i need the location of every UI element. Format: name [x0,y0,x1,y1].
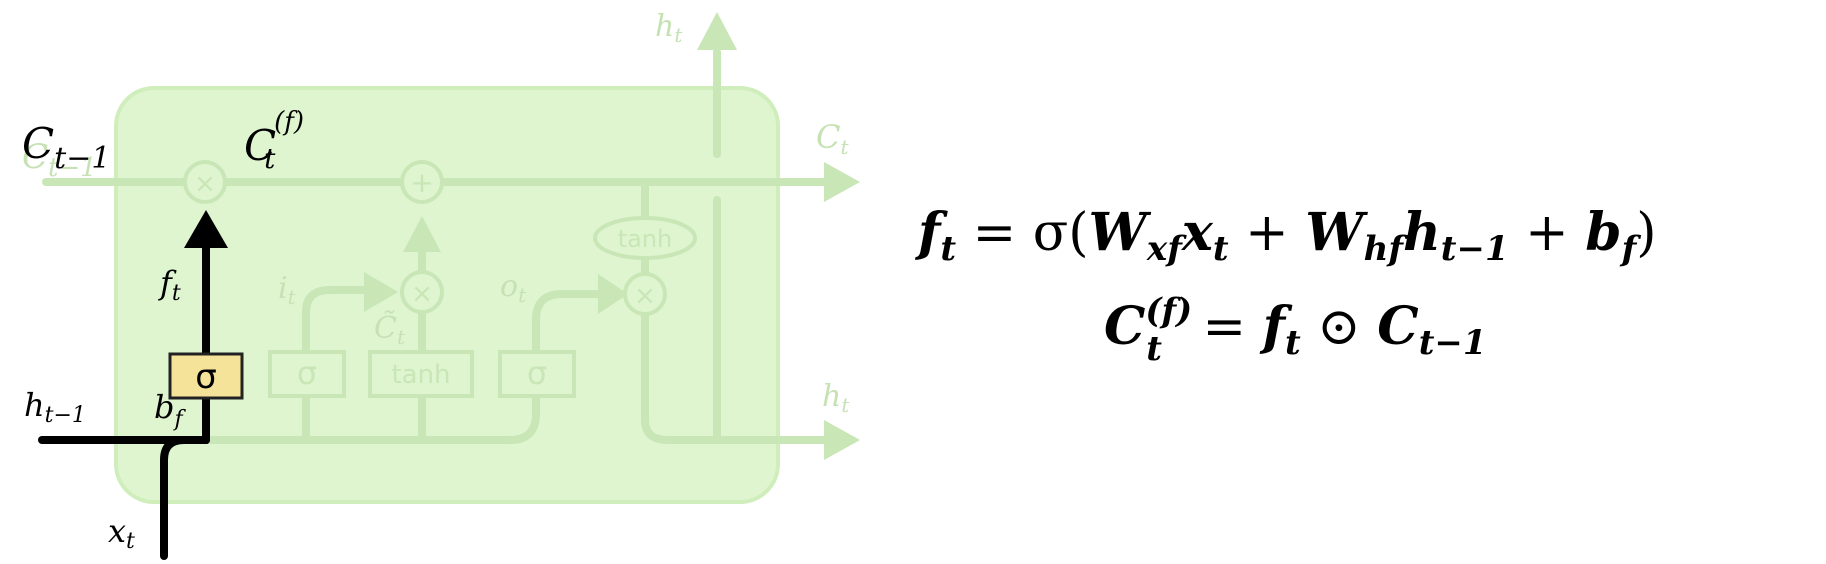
x-input-line [160,436,210,560]
h-output-line [641,310,830,444]
input-sigma-glyph: σ [297,354,317,392]
candidate-tanh-glyph: tanh [391,360,450,390]
forget-multiply-node [183,160,227,204]
input-gate-line [302,286,370,444]
c-tilde-label: C̃t [374,311,406,349]
faded-arrowheads [364,12,860,460]
add-node [400,160,444,204]
equation-cell-update: C(f)t = ft ⊙ Ct−1 [1104,291,1487,369]
equation-forget-gate: ft = σ(Wxfxt + Whfht−1 + bf) [914,202,1657,269]
output-sigma-glyph: σ [527,354,547,392]
output-sigma-box [498,350,576,398]
forget-sigma-glyph: σ [195,357,217,397]
c-prev-label: Ct−1 [22,119,110,176]
arrow-cell-out [824,162,860,202]
faded-operators [183,160,697,398]
forget-gate-arrowhead [184,210,228,248]
forget-sigma-box [168,352,244,400]
active-paths [38,242,210,560]
i-t-label: it [278,271,297,309]
candidate-tanh-box [368,350,474,398]
forget-multiply-glyph: × [194,169,216,199]
add-glyph: + [410,166,433,199]
arrow-h-top [697,12,737,50]
input-multiply-node [400,270,444,314]
input-sigma-box [268,350,346,398]
arrow-h-out [824,420,860,460]
faded-op-glyphs: × + × × tanh σ tanh σ [194,166,672,392]
c-prev-ghost-label: Ct−1 [22,137,97,183]
cell-tanh-glyph: tanh [618,225,673,253]
active-labels: Ct−1 C(f)t ft ht−1 bf xt [22,107,304,554]
lstm-cell-body [114,86,780,504]
arrow-output-gate [598,274,628,314]
h-out-label: ht [822,379,850,417]
h-prev-label: ht−1 [24,386,86,428]
h-top-label: ht [655,9,683,47]
output-multiply-glyph: × [634,281,656,311]
c-out-label: Ct [816,118,849,159]
cell-tanh-node [593,216,697,260]
faded-labels: ht Ct ht it C̃t ot Ct−1 [22,9,850,417]
equations: ft = σ(Wxfxt + Whfht−1 + bf) C(f)t = ft … [914,202,1657,369]
input-multiply-glyph: × [411,279,433,309]
c-f-label: C(f)t [244,107,304,175]
output-gate-line [532,290,604,374]
hidden-bus-line [201,384,540,444]
o-t-label: ot [500,269,527,307]
arrow-input-gate [364,272,398,312]
arrow-candidate-up [403,216,441,252]
output-multiply-node [623,272,667,316]
x-t-label: xt [108,512,135,554]
